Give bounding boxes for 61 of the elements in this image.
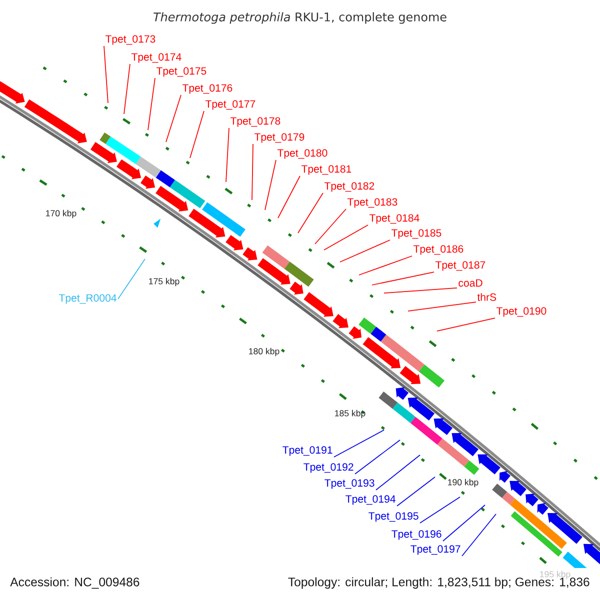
leader-line	[396, 476, 436, 506]
gene-label: Tpet_0192	[304, 463, 354, 473]
gene-label: Tpet_0182	[324, 182, 374, 192]
footer-text: Accession: NC_009486	[10, 577, 140, 589]
leader-line	[442, 504, 486, 542]
leader-line	[264, 160, 276, 210]
scale-label: 180 kbp	[249, 348, 280, 356]
leader-line	[190, 110, 204, 158]
gene-label: Tpet_0181	[301, 165, 352, 175]
leader-line	[118, 258, 146, 300]
leader-line	[384, 287, 458, 294]
gene-label: Tpet_0178	[230, 117, 280, 127]
gene-label: Tpet_R0004	[59, 294, 116, 304]
leader-line	[298, 192, 324, 234]
gene-label: Tpet_0184	[369, 214, 420, 224]
leader-line	[354, 440, 400, 474]
leader-line	[372, 272, 434, 286]
leader-line	[376, 454, 420, 490]
gene-label: Tpet_0180	[277, 149, 328, 159]
gene-label: Tpet_0195	[368, 512, 418, 522]
leader-line	[340, 240, 390, 262]
leader-line	[252, 144, 254, 200]
gene-label: Tpet_0177	[205, 100, 256, 110]
leader-line	[148, 78, 156, 130]
gene-label: Tpet_0183	[347, 198, 398, 208]
leader-line	[462, 514, 496, 556]
gene-label: Tpet_0194	[346, 495, 396, 505]
gene-label: Tpet_0185	[391, 229, 442, 239]
leader-line	[166, 94, 182, 142]
scale-label: 195 kbp	[540, 570, 570, 580]
scale-label: 175 kbp	[149, 278, 180, 286]
leader-line	[420, 496, 460, 524]
gene-label: coaD	[458, 279, 482, 287]
gene-label: Tpet_0187	[435, 261, 486, 271]
gene-label: Tpet_0175	[156, 67, 206, 77]
leader-line	[278, 176, 300, 218]
gene-label: Tpet_0174	[131, 53, 182, 63]
scale-label: 190 kbp	[448, 478, 478, 488]
leader-line	[358, 256, 412, 276]
leader-line	[314, 208, 346, 244]
leader-line	[334, 430, 384, 458]
gene-label: Tpet_0186	[413, 245, 464, 255]
scale-label: 170 kbp	[46, 210, 76, 218]
gene-label: Tpet_0190	[496, 307, 546, 317]
leader-line	[408, 302, 476, 312]
leader-line	[226, 128, 230, 182]
leader-line	[436, 318, 496, 332]
leader-line	[324, 224, 368, 250]
gene-label: Tpet_0196	[392, 530, 442, 540]
scale-label: 185 kbp	[335, 410, 366, 418]
gene-label: Tpet_0193	[324, 479, 374, 489]
gene-label: Tpet_0191	[282, 446, 332, 456]
gene-label: Tpet_0197	[410, 545, 460, 555]
footer-text: Topology: circular; Length: 1,823,511 bp; Genes: 1,836	[288, 577, 590, 589]
leader-line	[124, 64, 130, 114]
gene-label: Tpet_0176	[182, 84, 232, 94]
leader-line	[104, 46, 108, 104]
gene-label: Tpet_0179	[254, 133, 304, 143]
gene-label: thrS	[477, 293, 496, 301]
gene-label: Tpet_0173	[105, 35, 156, 45]
title: Thermotoga petrophila RKU-1, complete genome	[154, 12, 446, 24]
